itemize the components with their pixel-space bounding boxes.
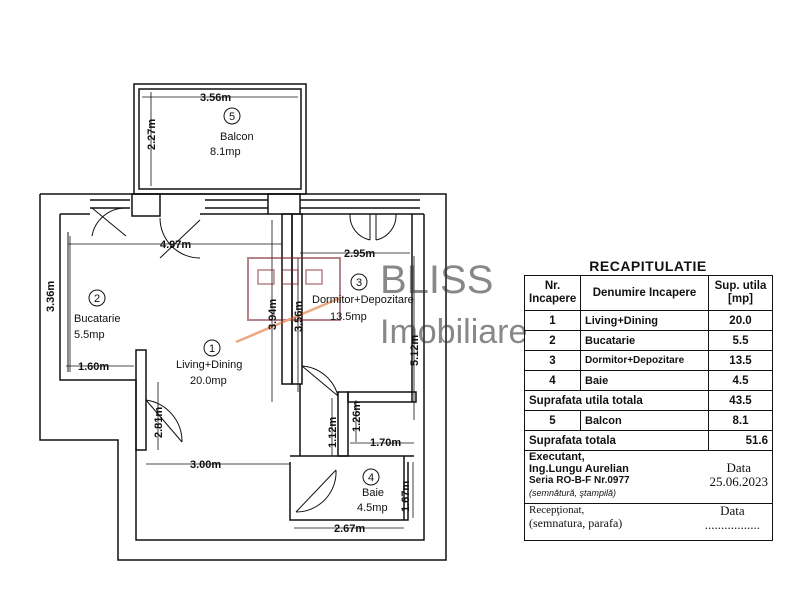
- total-value: 51.6: [708, 430, 773, 451]
- room-area: 8.1mp: [210, 146, 241, 158]
- receptionat-row: Recepţionat, (semnatura, parafa) Data ..…: [524, 503, 773, 541]
- room-1: 1 Living+Dining 20.0mp: [176, 339, 242, 387]
- dim-balcony-width: 3.56m: [200, 92, 231, 104]
- room-name: Dormitor+Depozitare: [312, 294, 414, 306]
- useful-total-label: Suprafata utila totala: [524, 390, 709, 411]
- row-nr: 3: [524, 350, 581, 371]
- room-name: Living+Dining: [176, 359, 242, 371]
- doors: [91, 207, 397, 513]
- inner-wall: [59, 214, 425, 541]
- receptionat-sign: (semnatura, parafa): [529, 516, 623, 530]
- room-area: 5.5mp: [74, 329, 105, 341]
- dim-hall-height: 2.81m: [153, 407, 165, 438]
- row-name: Bucatarie: [580, 330, 709, 351]
- bedroom-door: [301, 365, 339, 397]
- room-name: Balcon: [220, 131, 254, 143]
- row-nr: 5: [524, 410, 581, 431]
- executant-row: Executant, Ing.Lungu Aurelian Seria RO-B…: [524, 450, 773, 504]
- balcony-inner: [138, 88, 302, 190]
- row-name: Baie: [580, 370, 709, 391]
- date2-label: Data: [720, 503, 745, 518]
- receptionat-cell: Recepţionat, (semnatura, parafa) Data ..…: [524, 503, 773, 541]
- watermark-brand: BLISS: [380, 258, 493, 302]
- dim-bath-width: 2.67m: [334, 523, 365, 535]
- dim-hall-width: 3.00m: [190, 459, 221, 471]
- room-2: 2 Bucatarie 5.5mp: [74, 289, 120, 341]
- row-name: Living+Dining: [580, 310, 709, 331]
- table-row: 5 Balcon 8.1: [524, 410, 773, 431]
- executant-sign: (semnătură, ştampilă): [529, 488, 617, 498]
- room-name: Baie: [362, 487, 384, 499]
- header-area: Sup. utila [mp]: [708, 275, 773, 311]
- room-number: 1: [209, 343, 215, 355]
- table-row: 1 Living+Dining 20.0: [524, 310, 773, 331]
- useful-total-row: Suprafata utila totala 43.5: [524, 390, 773, 411]
- recap-panel: RECAPITULATIE Nr. Incapere Denumire Inca…: [524, 257, 773, 541]
- dim-bath-height: 1.67m: [400, 481, 412, 512]
- dim-storage-height: 1.26m: [351, 401, 363, 432]
- room-number: 5: [229, 111, 235, 123]
- executant-label: Executant,: [529, 451, 585, 464]
- row-nr: 2: [524, 330, 581, 351]
- dim-bath-door: 1.12m: [327, 417, 339, 448]
- header-name: Denumire Incapere: [580, 275, 709, 311]
- useful-total-value: 43.5: [708, 390, 773, 411]
- outer-wall: [39, 193, 447, 561]
- dim-bedroom-left-height: 3.56m: [293, 301, 305, 332]
- dim-bedroom-width: 2.95m: [344, 248, 375, 260]
- executant-name: Ing.Lungu Aurelian: [529, 463, 629, 475]
- table-row: 2 Bucatarie 5.5: [524, 330, 773, 351]
- room-number: 3: [356, 277, 362, 289]
- row-name: Balcon: [580, 410, 709, 431]
- row-area: 13.5: [708, 350, 773, 371]
- row-area: 5.5: [708, 330, 773, 351]
- date-label: Data: [726, 460, 752, 475]
- dim-kitchen-height: 3.36m: [45, 281, 57, 312]
- watermark: [235, 257, 341, 344]
- dim-storage-width: 1.70m: [370, 437, 401, 449]
- room-name: Bucatarie: [74, 313, 120, 325]
- date2-value: .................: [704, 517, 760, 532]
- total-row: Suprafata totala 51.6: [524, 430, 773, 451]
- room-number: 4: [368, 472, 374, 484]
- wardrobe-doors: [349, 213, 397, 241]
- header-nr: Nr. Incapere: [524, 275, 581, 311]
- room-4: 4 Baie 4.5mp: [357, 468, 388, 514]
- room-5: 5 Balcon 8.1mp: [210, 107, 254, 158]
- row-area: 8.1: [708, 410, 773, 431]
- watermark-logo-icon: [247, 257, 341, 321]
- receptionat-label: Recepţionat,: [529, 504, 585, 517]
- bath-door: [295, 469, 337, 513]
- room-3: 3 Dormitor+Depozitare 13.5mp: [312, 273, 414, 323]
- hall-door: [145, 399, 183, 443]
- dim-kitchen-width: 1.60m: [78, 361, 109, 373]
- watermark-sub: Imobiliare: [380, 313, 527, 351]
- dim-living-height: 3.94m: [267, 299, 279, 330]
- row-nr: 4: [524, 370, 581, 391]
- table-row: 3 Dormitor+Depozitare 13.5: [524, 350, 773, 371]
- total-label: Suprafata totala: [524, 430, 709, 451]
- row-area: 4.5: [708, 370, 773, 391]
- room-area: 13.5mp: [330, 311, 367, 323]
- balcony-door: [159, 217, 201, 259]
- table-row: 4 Baie 4.5: [524, 370, 773, 391]
- room-area: 20.0mp: [190, 375, 227, 387]
- recap-title: RECAPITULATIE: [589, 258, 707, 274]
- dim-bedroom-right-height: 5.12m: [409, 335, 421, 366]
- executant-series: Seria RO-B-F Nr.0977: [529, 475, 630, 486]
- date-value: 25.06.2023: [709, 474, 769, 489]
- dim-balcony-depth: 2.27m: [146, 119, 158, 150]
- row-area: 20.0: [708, 310, 773, 331]
- recap-table: Nr. Incapere Denumire Incapere Sup. util…: [524, 275, 773, 541]
- row-nr: 1: [524, 310, 581, 331]
- room-area: 4.5mp: [357, 502, 388, 514]
- walls: [39, 83, 447, 561]
- executant-cell: Executant, Ing.Lungu Aurelian Seria RO-B…: [524, 450, 773, 504]
- kitchen-balcony-door: [91, 207, 127, 237]
- room-number: 2: [94, 293, 100, 305]
- row-name: Dormitor+Depozitare: [580, 350, 709, 371]
- dim-living-width: 4.97m: [160, 239, 191, 251]
- table-header: Nr. Incapere Denumire Incapere Sup. util…: [524, 275, 773, 311]
